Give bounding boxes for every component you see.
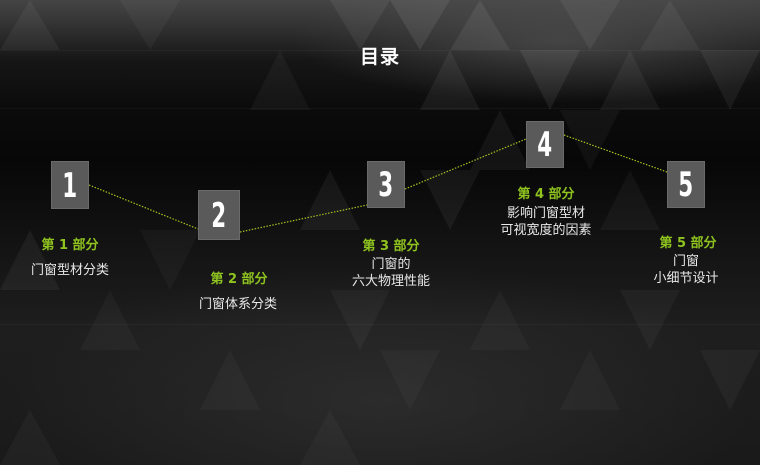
part-label-5: 第 5 部分 — [659, 236, 717, 251]
part-desc-4: 影响门窗型材 可视宽度的因素 — [491, 205, 601, 239]
part-label-1: 第 1 部分 — [41, 238, 99, 253]
number-label: 2 — [211, 196, 227, 236]
desc-line: 六大物理性能 — [351, 274, 430, 289]
number-box-3: 3 — [367, 161, 405, 208]
part-desc-1: 门窗型材分类 — [20, 262, 120, 279]
part-label-2: 第 2 部分 — [210, 272, 268, 287]
part-desc-2: 门窗体系分类 — [188, 296, 288, 313]
desc-line: 小细节设计 — [653, 271, 719, 286]
desc-line: 门窗型材分类 — [30, 263, 109, 278]
part-desc-3: 门窗的 六大物理性能 — [341, 256, 441, 290]
part-desc-5: 门窗 小细节设计 — [636, 253, 736, 287]
desc-line: 门窗体系分类 — [198, 297, 277, 312]
number-label: 4 — [537, 125, 553, 165]
number-box-5: 5 — [667, 161, 705, 208]
part-label-3: 第 3 部分 — [362, 239, 420, 254]
number-box-4: 4 — [526, 121, 564, 168]
part-label-4: 第 4 部分 — [517, 187, 575, 202]
desc-line: 可视宽度的因素 — [500, 223, 592, 238]
desc-line: 门窗 — [672, 254, 699, 269]
number-label: 5 — [678, 165, 694, 205]
desc-line: 门窗的 — [371, 257, 411, 272]
number-label: 1 — [62, 166, 78, 206]
number-label: 3 — [378, 165, 394, 205]
number-box-2: 2 — [198, 190, 240, 240]
desc-line: 影响门窗型材 — [506, 206, 585, 221]
page-title: 目录 — [359, 46, 400, 68]
number-box-1: 1 — [51, 161, 89, 209]
